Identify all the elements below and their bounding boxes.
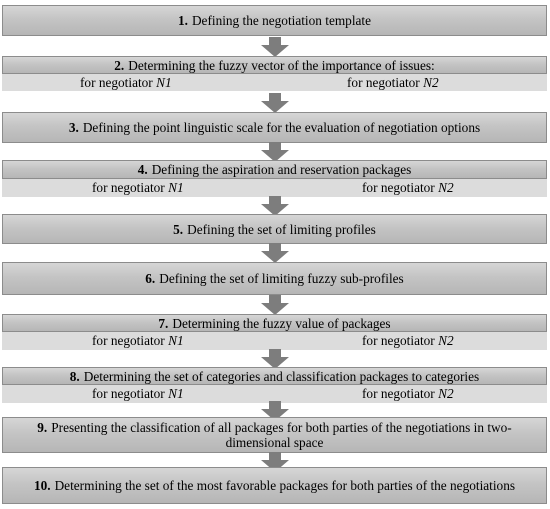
step-7-negotiators: for negotiator N1 for negotiator N2 bbox=[2, 332, 547, 350]
step-4-negotiator-n1: for negotiator N1 bbox=[92, 180, 184, 195]
step-2-negotiators: for negotiator N1 for negotiator N2 bbox=[2, 74, 547, 91]
step-8-negotiators: for negotiator N1 for negotiator N2 bbox=[2, 385, 547, 403]
step-4-negotiator-n2: for negotiator N2 bbox=[362, 180, 454, 195]
step-2-negotiator-n2: for negotiator N2 bbox=[347, 75, 439, 90]
step-2: 2.Determining the fuzzy vector of the im… bbox=[2, 56, 547, 92]
step-10: 10.Determining the set of the most favor… bbox=[2, 467, 547, 504]
step-9-text: Presenting the classification of all pac… bbox=[51, 420, 512, 450]
arrow-5-6 bbox=[261, 243, 289, 263]
step-1-number: 1. bbox=[177, 13, 188, 28]
step-4-box: 4.Defining the aspiration and reservatio… bbox=[2, 160, 547, 179]
step-6-box: 6.Defining the set of limiting fuzzy sub… bbox=[2, 262, 547, 295]
step-8: 8.Determining the set of categories and … bbox=[2, 367, 547, 403]
arrow-4-5 bbox=[261, 196, 289, 216]
step-2-number: 2. bbox=[114, 57, 125, 73]
step-7-negotiator-n2: for negotiator N2 bbox=[362, 333, 454, 348]
step-10-box: 10.Determining the set of the most favor… bbox=[2, 467, 547, 504]
step-2-negotiator-n1: for negotiator N1 bbox=[80, 75, 172, 90]
step-2-text: Determining the fuzzy vector of the impo… bbox=[128, 57, 435, 73]
step-5-text: Defining the set of limiting profiles bbox=[187, 221, 376, 237]
step-4-text: Defining the aspiration and reservation … bbox=[151, 162, 412, 177]
step-1: 1.Defining the negotiation template bbox=[2, 5, 547, 36]
arrow-3-4 bbox=[261, 142, 289, 162]
arrow-2-3 bbox=[261, 93, 289, 113]
step-9-box: 9.Presenting the classification of all p… bbox=[2, 417, 547, 453]
arrow-1-2 bbox=[261, 37, 289, 57]
step-8-negotiator-n2: for negotiator N2 bbox=[362, 386, 454, 401]
step-9-number: 9. bbox=[37, 420, 48, 435]
arrow-7-8 bbox=[261, 349, 289, 369]
step-1-text: Defining the negotiation template bbox=[191, 13, 372, 28]
step-5-box: 5.Defining the set of limiting profiles bbox=[2, 214, 547, 244]
arrow-9-10 bbox=[261, 452, 289, 472]
step-8-negotiator-n1: for negotiator N1 bbox=[92, 386, 184, 401]
step-7-number: 7. bbox=[158, 315, 169, 331]
arrow-8-9 bbox=[261, 401, 289, 421]
step-5-number: 5. bbox=[173, 221, 184, 237]
step-8-box: 8.Determining the set of categories and … bbox=[2, 367, 547, 385]
step-6-number: 6. bbox=[145, 271, 156, 286]
step-4: 4.Defining the aspiration and reservatio… bbox=[2, 160, 547, 197]
step-5: 5.Defining the set of limiting profiles bbox=[2, 214, 547, 244]
step-3: 3.Defining the point linguistic scale fo… bbox=[2, 112, 547, 143]
step-3-number: 3. bbox=[68, 120, 79, 135]
step-7-negotiator-n1: for negotiator N1 bbox=[92, 333, 184, 348]
step-4-number: 4. bbox=[137, 162, 148, 177]
step-1-box: 1.Defining the negotiation template bbox=[2, 5, 547, 36]
step-3-text: Defining the point linguistic scale for … bbox=[82, 120, 481, 135]
step-4-negotiators: for negotiator N1 for negotiator N2 bbox=[2, 179, 547, 197]
step-8-text: Determining the set of categories and cl… bbox=[83, 368, 480, 384]
step-7-box: 7.Determining the fuzzy value of package… bbox=[2, 314, 547, 332]
step-3-box: 3.Defining the point linguistic scale fo… bbox=[2, 112, 547, 143]
step-7: 7.Determining the fuzzy value of package… bbox=[2, 314, 547, 350]
step-7-text: Determining the fuzzy value of packages bbox=[172, 315, 391, 331]
step-8-number: 8. bbox=[69, 368, 80, 384]
step-10-number: 10. bbox=[33, 478, 51, 493]
step-6-text: Defining the set of limiting fuzzy sub-p… bbox=[159, 271, 404, 286]
step-6: 6.Defining the set of limiting fuzzy sub… bbox=[2, 262, 547, 295]
step-2-box: 2.Determining the fuzzy vector of the im… bbox=[2, 56, 547, 74]
arrow-6-7 bbox=[261, 295, 289, 315]
step-9: 9.Presenting the classification of all p… bbox=[2, 417, 547, 453]
step-10-text: Determining the set of the most favorabl… bbox=[54, 478, 516, 493]
